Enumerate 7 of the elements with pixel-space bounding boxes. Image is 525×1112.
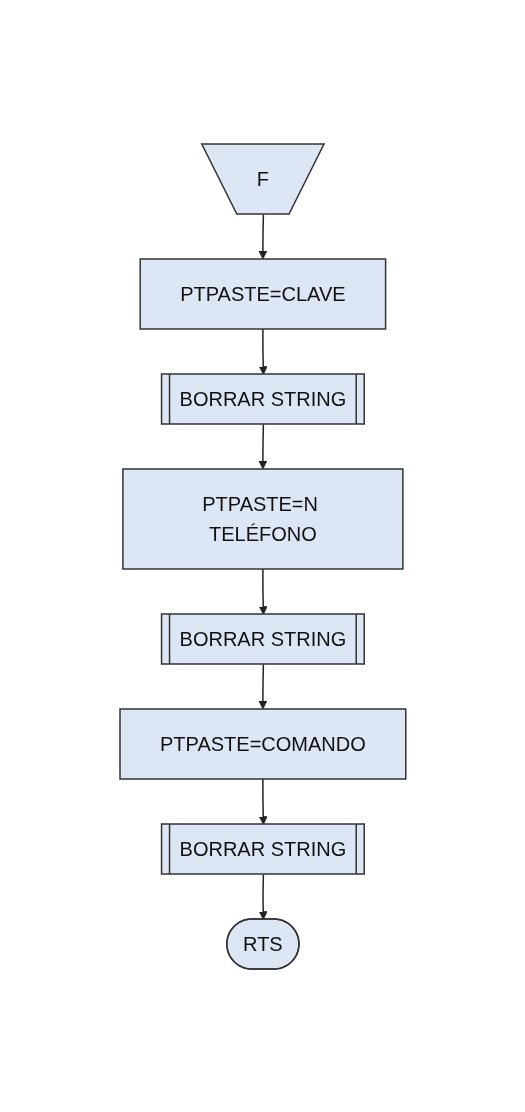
node-box: PTPASTE=CLAVE: [139, 257, 386, 330]
arrow: [258, 873, 268, 920]
node-box: PTPASTE=COMANDO: [118, 707, 407, 780]
arrow: [258, 213, 267, 259]
node-box: PTPASTE=N TELÉFONO: [121, 467, 404, 570]
arrow: [258, 423, 267, 469]
arrow: [258, 663, 267, 709]
